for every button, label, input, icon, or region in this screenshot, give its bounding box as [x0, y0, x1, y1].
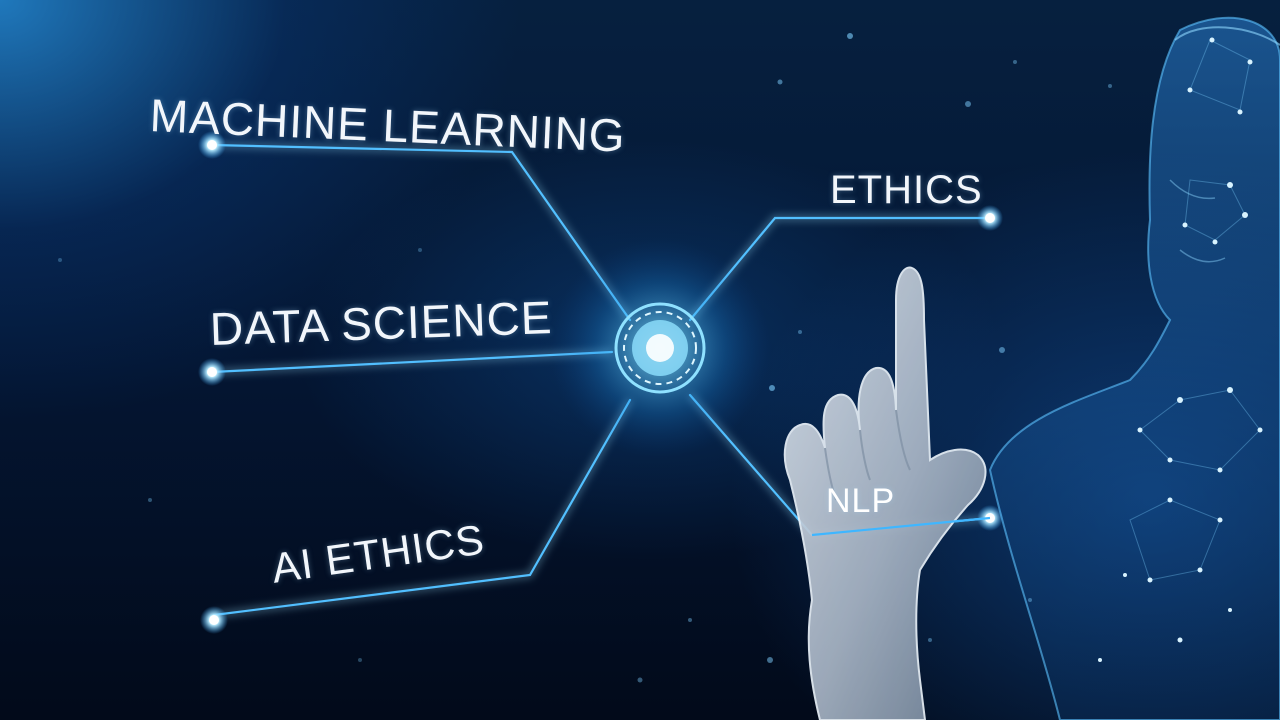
label-nlp: NLP — [826, 482, 896, 520]
endpoint-dots — [198, 131, 1003, 634]
pointing-hand — [783, 266, 991, 720]
label-ethics: ETHICS — [830, 168, 983, 212]
particles — [58, 33, 1112, 683]
humanoid-figure — [988, 16, 1280, 720]
hub-node — [520, 238, 800, 458]
